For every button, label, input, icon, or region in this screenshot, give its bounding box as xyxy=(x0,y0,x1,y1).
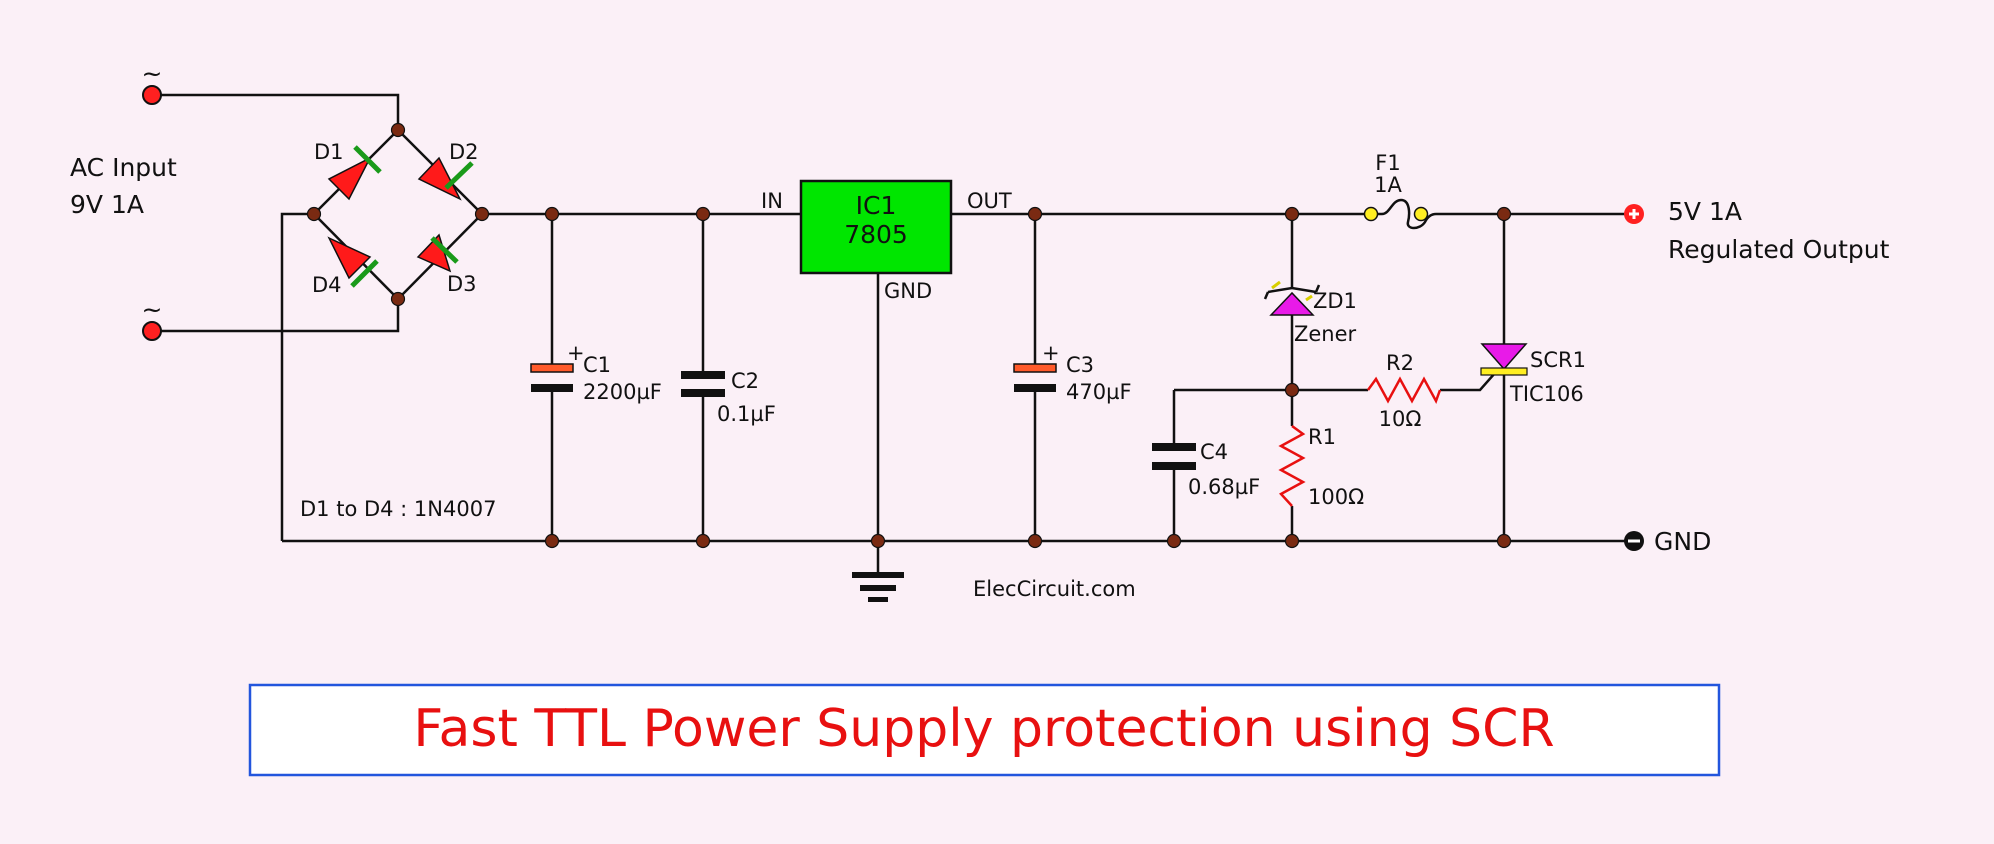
output-gnd-label: GND xyxy=(1654,527,1711,556)
c1-plus: + xyxy=(567,341,585,365)
junction-dots xyxy=(306,122,1512,549)
ground-symbol xyxy=(852,572,904,602)
capacitor-c1: + xyxy=(530,341,585,392)
scr1-label: SCR1 xyxy=(1530,348,1586,372)
title-box xyxy=(248,683,1721,777)
diagram-title: Fast TTL Power Supply protection using S… xyxy=(413,699,1554,759)
capacitor-c4 xyxy=(1152,443,1196,470)
watermark: ElecCircuit.com xyxy=(973,577,1136,601)
c4-value: 0.68µF xyxy=(1188,475,1260,499)
r2-label: R2 xyxy=(1386,351,1414,375)
c3-value: 470µF xyxy=(1066,380,1132,404)
ac-input-terminal-top: ~ xyxy=(142,59,163,105)
output-voltage: 5V 1A xyxy=(1668,197,1742,226)
tilde-label: ~ xyxy=(142,59,163,88)
c2-label: C2 xyxy=(731,369,759,393)
output-label: Regulated Output xyxy=(1668,235,1890,264)
fuse-f1 xyxy=(1363,198,1444,230)
d3-label: D3 xyxy=(447,272,477,296)
d1-label: D1 xyxy=(314,140,344,164)
c1-value: 2200µF xyxy=(583,380,662,404)
d2-label: D2 xyxy=(449,140,479,164)
diode-d2 xyxy=(417,156,474,201)
scr1-part: TIC106 xyxy=(1509,382,1584,406)
diode-d3 xyxy=(416,233,459,273)
tilde-label: ~ xyxy=(142,295,163,324)
r2-value: 10Ω xyxy=(1379,407,1422,431)
diode-d4 xyxy=(327,236,379,288)
ac-input-label: AC Input xyxy=(70,153,177,182)
f1-value: 1A xyxy=(1374,173,1402,197)
resistor-r2 xyxy=(1366,376,1442,405)
ac-input-terminal-bottom: ~ xyxy=(142,295,163,341)
r1-label: R1 xyxy=(1308,425,1336,449)
c3-plus: + xyxy=(1042,341,1060,365)
ic1-in-pin: IN xyxy=(761,189,783,213)
regulator-ic1: IC1 7805 xyxy=(799,179,953,275)
capacitor-c3: + xyxy=(1013,341,1060,392)
diode-note: D1 to D4 : 1N4007 xyxy=(300,497,496,521)
zener-zd1 xyxy=(1263,280,1321,316)
d4-label: D4 xyxy=(312,273,342,297)
r1-value: 100Ω xyxy=(1308,485,1364,509)
resistor-r1 xyxy=(1278,424,1306,507)
zd1-type: Zener xyxy=(1294,322,1357,346)
c1-label: C1 xyxy=(583,353,611,377)
c3-label: C3 xyxy=(1066,353,1094,377)
f1-label: F1 xyxy=(1375,151,1400,175)
ic1-part: 7805 xyxy=(844,220,908,249)
ac-input-rating: 9V 1A xyxy=(70,190,144,219)
c4-label: C4 xyxy=(1200,440,1228,464)
c2-value: 0.1µF xyxy=(717,402,776,426)
ic1-gnd-pin: GND xyxy=(884,279,932,303)
output-positive-terminal xyxy=(1624,204,1644,224)
ic1-out-pin: OUT xyxy=(967,189,1012,213)
wires xyxy=(152,93,1633,574)
diode-d1 xyxy=(327,145,382,201)
zd1-label: ZD1 xyxy=(1313,289,1357,313)
capacitor-c2 xyxy=(681,371,725,397)
scr-scr1 xyxy=(1480,343,1528,376)
output-ground-terminal xyxy=(1624,531,1644,551)
ic1-name: IC1 xyxy=(856,191,897,220)
